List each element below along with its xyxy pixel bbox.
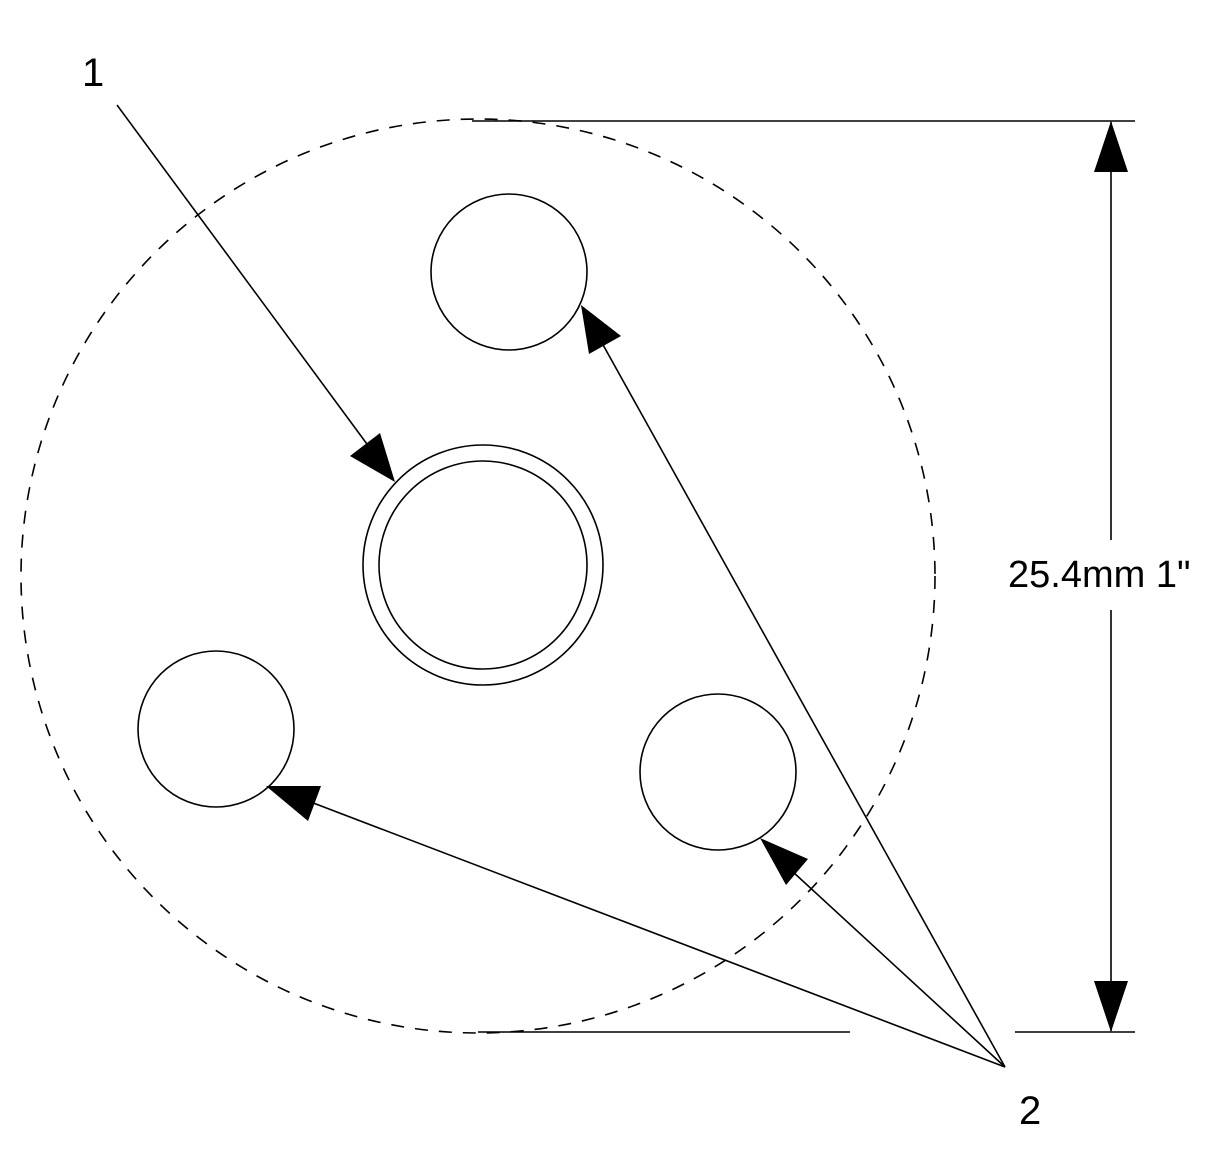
dimension-arrowhead-down bbox=[1094, 981, 1128, 1032]
reference-circle-dashed bbox=[20, 118, 936, 1034]
leader-2-arrowhead-right-hole bbox=[760, 838, 808, 885]
leader-2-arrowhead-left-hole bbox=[266, 786, 321, 821]
left-hole bbox=[137, 650, 295, 808]
leader-2 bbox=[266, 305, 1006, 1068]
center-hole-outer-ring bbox=[362, 444, 604, 686]
leader-2-line-left-hole bbox=[294, 795, 1006, 1068]
leader-2-arrowhead-top-hole bbox=[581, 305, 621, 354]
top-hole bbox=[430, 193, 588, 351]
dimension-arrowhead-up bbox=[1094, 121, 1128, 172]
leader-1 bbox=[116, 104, 395, 482]
leader-2-line-right-hole bbox=[779, 859, 1006, 1068]
callout-2-label: 2 bbox=[1019, 1089, 1041, 1133]
leader-1-line bbox=[116, 104, 379, 460]
center-hole bbox=[362, 444, 604, 686]
leader-2-line-top-hole bbox=[596, 333, 1006, 1068]
callout-1-label: 1 bbox=[82, 51, 104, 95]
dimension-label: 25.4mm 1" bbox=[1008, 554, 1190, 596]
leader-1-arrowhead bbox=[350, 433, 395, 482]
right-hole bbox=[639, 693, 797, 851]
center-hole-inner-ring bbox=[378, 460, 588, 670]
